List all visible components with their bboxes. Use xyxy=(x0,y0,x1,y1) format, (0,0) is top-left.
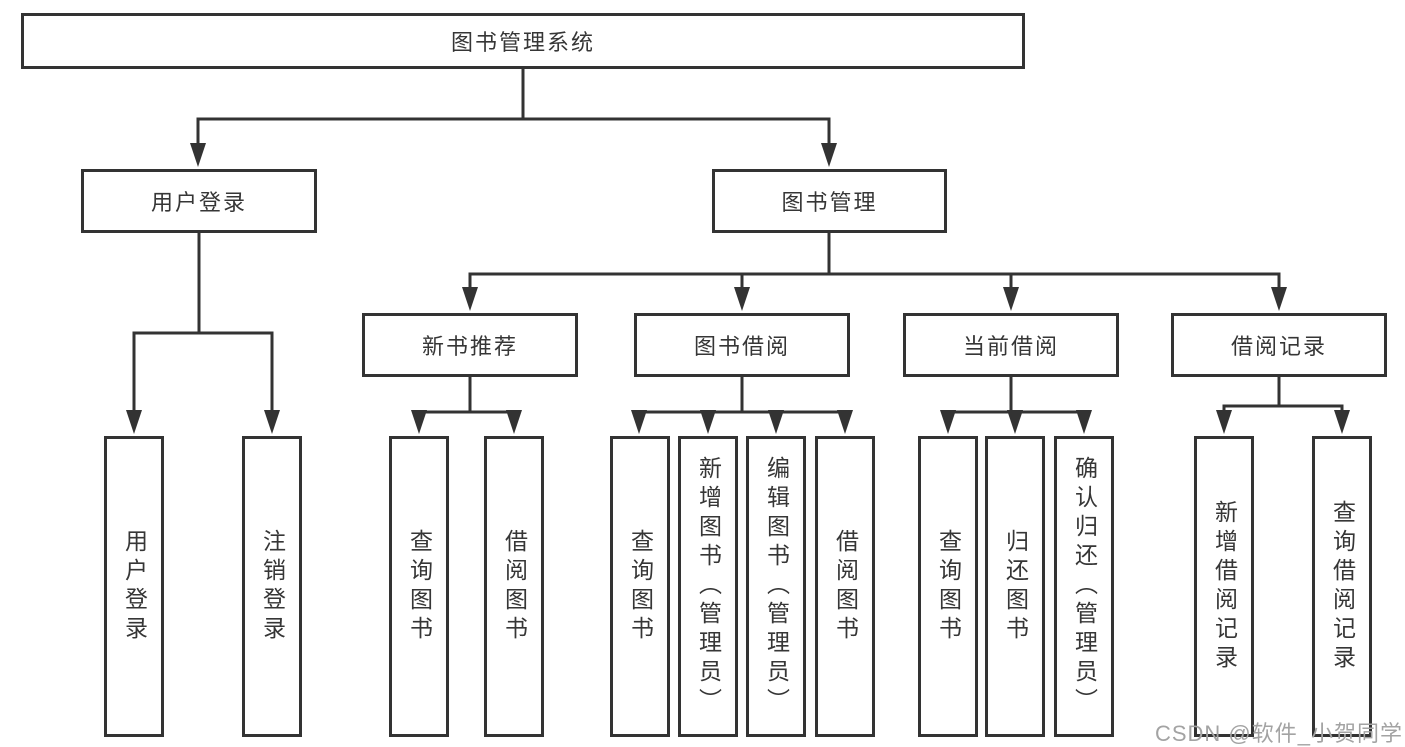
leaf-label: 查询图书 xyxy=(406,528,433,645)
leaf-query-books: 查询图书 xyxy=(918,436,978,737)
leaf-label: 确认归还（管理员） xyxy=(1071,456,1098,717)
leaf-query-books: 查询图书 xyxy=(389,436,449,737)
leaf-label: 用户登录 xyxy=(121,528,148,645)
node-label: 借阅记录 xyxy=(1230,334,1327,359)
node-user-login: 用户登录 xyxy=(81,169,317,233)
node-current-borrowing: 当前借阅 xyxy=(903,313,1119,377)
arrowheads xyxy=(126,143,1350,434)
leaf-label: 新增借阅记录 xyxy=(1211,499,1238,674)
leaf-query-books: 查询图书 xyxy=(610,436,670,737)
leaf-borrow-books: 借阅图书 xyxy=(815,436,875,737)
csdn-watermark: CSDN @软件_小贺同学 xyxy=(1154,721,1403,746)
leaf-label: 编辑图书（管理员） xyxy=(763,456,790,717)
node-library-management-system: 图书管理系统 xyxy=(21,13,1025,69)
leaf-borrow-books: 借阅图书 xyxy=(484,436,544,737)
leaf-label: 新增图书（管理员） xyxy=(695,456,722,717)
node-label: 图书管理 xyxy=(781,190,878,215)
node-book-management: 图书管理 xyxy=(712,169,947,233)
node-label: 图书管理系统 xyxy=(450,30,595,55)
node-label: 当前借阅 xyxy=(962,334,1059,359)
leaf-label: 借阅图书 xyxy=(501,528,528,645)
leaf-logout: 注销登录 xyxy=(242,436,302,737)
leaf-label: 归还图书 xyxy=(1002,528,1029,645)
node-label: 新书推荐 xyxy=(421,334,518,359)
node-label: 用户登录 xyxy=(150,190,247,215)
leaf-query-borrow-record: 查询借阅记录 xyxy=(1312,436,1372,737)
node-label: 图书借阅 xyxy=(693,334,790,359)
leaf-add-borrow-record: 新增借阅记录 xyxy=(1194,436,1254,737)
leaf-label: 查询借阅记录 xyxy=(1329,499,1356,674)
node-new-book-recommendation: 新书推荐 xyxy=(362,313,578,377)
node-borrowing-records: 借阅记录 xyxy=(1171,313,1387,377)
leaf-label: 查询图书 xyxy=(935,528,962,645)
leaf-add-books-admin: 新增图书（管理员） xyxy=(678,436,738,737)
leaf-label: 借阅图书 xyxy=(832,528,859,645)
leaf-confirm-return-admin: 确认归还（管理员） xyxy=(1054,436,1114,737)
leaf-label: 注销登录 xyxy=(259,528,286,645)
leaf-user-login: 用户登录 xyxy=(104,436,164,737)
node-book-borrowing: 图书借阅 xyxy=(634,313,850,377)
leaf-edit-books-admin: 编辑图书（管理员） xyxy=(746,436,806,737)
leaf-label: 查询图书 xyxy=(627,528,654,645)
leaf-return-books: 归还图书 xyxy=(985,436,1045,737)
